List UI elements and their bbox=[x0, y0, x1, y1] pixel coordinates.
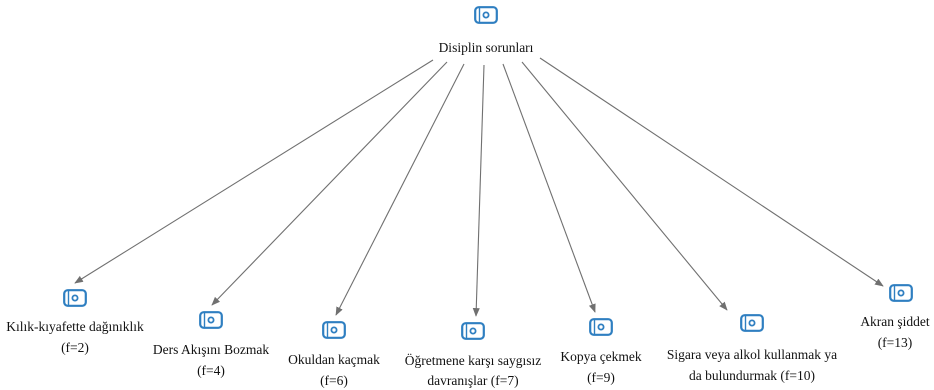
child-label-line-2: (f=9) bbox=[587, 370, 615, 385]
child-node-kopya[interactable]: Kopya çekmek (f=9) bbox=[560, 318, 642, 385]
child-label-line-1: Sigara veya alkol kullanmak ya bbox=[667, 347, 837, 362]
child-label-line-2: (f=6) bbox=[320, 373, 348, 388]
child-node-kilik[interactable]: Kılık-kıyafette dağınıklık (f=2) bbox=[6, 289, 144, 355]
child-label-line-2: davranışlar (f=7) bbox=[427, 373, 518, 388]
child-label-line-2: (f=4) bbox=[197, 363, 225, 378]
edge-sigara bbox=[521, 61, 728, 311]
child-label-line-1: Öğretmene karşı saygısız bbox=[405, 353, 541, 368]
code-icon bbox=[199, 311, 223, 329]
child-label-line-2: (f=13) bbox=[878, 335, 913, 350]
child-label-line-1: Kılık-kıyafette dağınıklık bbox=[6, 319, 144, 334]
child-label-line-1: Kopya çekmek bbox=[560, 349, 642, 364]
code-icon bbox=[322, 321, 346, 339]
edge-ogretmen bbox=[472, 64, 485, 317]
edge-kopya bbox=[502, 63, 596, 313]
edge-kilik bbox=[74, 59, 434, 284]
edge-akran bbox=[539, 57, 884, 287]
child-label-line-1: Okuldan kaçmak bbox=[288, 352, 380, 367]
edges-layer bbox=[74, 57, 884, 317]
code-icon bbox=[889, 284, 913, 302]
root-node[interactable]: Disiplin sorunları bbox=[439, 6, 534, 55]
child-label-line-1: Ders Akışını Bozmak bbox=[153, 342, 269, 357]
child-node-sigara[interactable]: Sigara veya alkol kullanmak ya da bulund… bbox=[667, 314, 837, 383]
code-icon bbox=[589, 318, 613, 336]
code-icon bbox=[63, 289, 87, 307]
child-label-line-2: (f=2) bbox=[61, 340, 89, 355]
child-node-ders[interactable]: Ders Akışını Bozmak (f=4) bbox=[153, 311, 269, 378]
code-icon bbox=[461, 322, 485, 340]
edge-okul bbox=[335, 63, 465, 316]
code-icon bbox=[474, 6, 498, 24]
root-label: Disiplin sorunları bbox=[439, 40, 534, 55]
child-node-ogretmen[interactable]: Öğretmene karşı saygısız davranışlar (f=… bbox=[405, 322, 541, 388]
edge-ders bbox=[211, 61, 448, 306]
child-label-line-2: da bulundurmak (f=10) bbox=[689, 368, 815, 383]
child-label-line-1: Akran şiddet bbox=[860, 314, 930, 329]
child-node-akran[interactable]: Akran şiddet (f=13) bbox=[860, 284, 930, 350]
code-icon bbox=[740, 314, 764, 332]
child-node-okul[interactable]: Okuldan kaçmak (f=6) bbox=[288, 321, 380, 388]
